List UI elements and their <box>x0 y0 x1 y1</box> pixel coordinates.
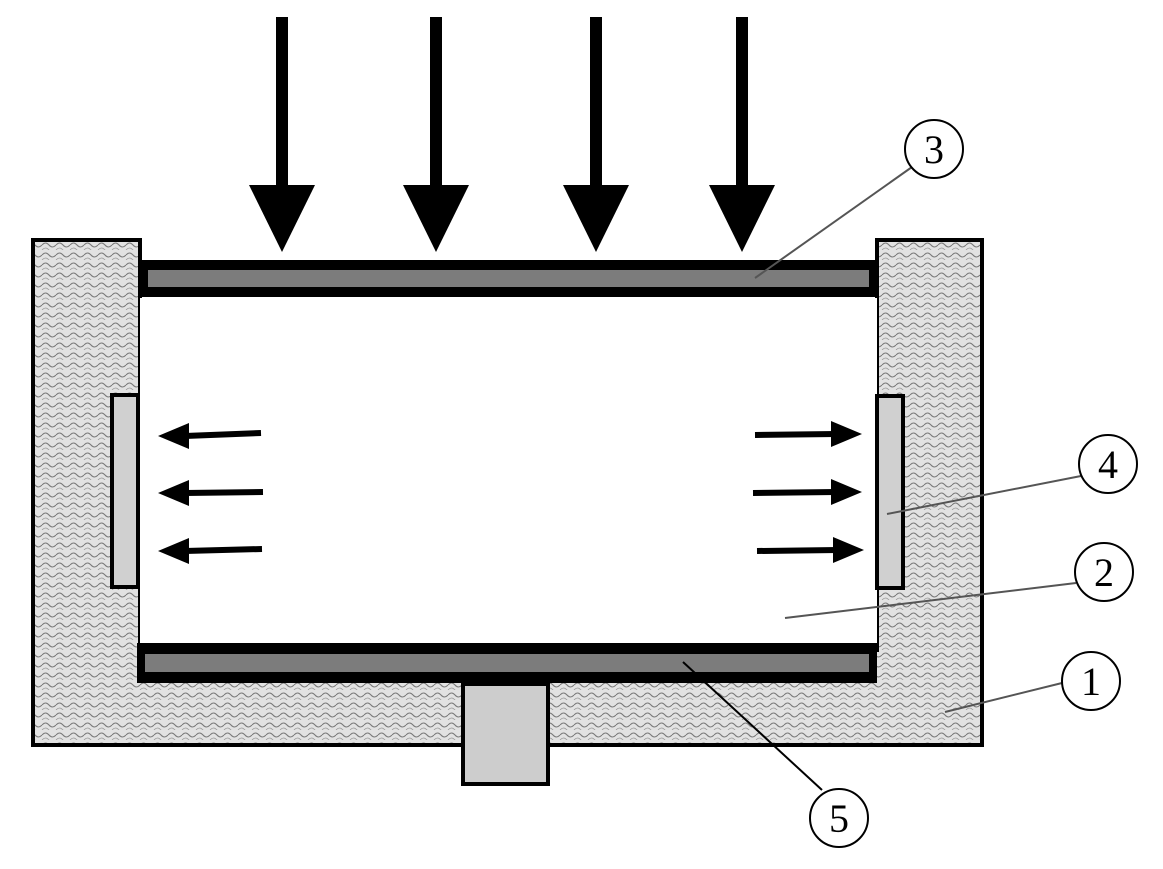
bottom-plate-core <box>145 654 869 672</box>
down-arrow-icon <box>709 17 775 252</box>
callout-4: 4 <box>1078 434 1138 494</box>
svg-text:5: 5 <box>829 796 849 841</box>
svg-text:2: 2 <box>1094 550 1114 595</box>
down-arrow-icon <box>249 17 315 252</box>
callout-5: 5 <box>809 788 869 848</box>
callout-3: 3 <box>904 119 964 179</box>
svg-text:3: 3 <box>924 127 944 172</box>
right-arrow-icon <box>756 537 864 563</box>
callout-1: 1 <box>1061 651 1121 711</box>
svg-text:1: 1 <box>1081 659 1101 704</box>
inner-cavity <box>140 298 877 650</box>
right-side-panel <box>875 394 905 590</box>
leader-line-2 <box>784 582 1077 619</box>
down-arrow-icon <box>563 17 629 252</box>
leader-line-5 <box>682 661 823 791</box>
top-plate-core <box>148 270 869 287</box>
leader-line-3 <box>754 166 913 279</box>
left-arrow-icon <box>158 480 264 506</box>
leader-line-1 <box>944 682 1063 713</box>
support-block <box>461 682 550 786</box>
down-arrow-icon <box>403 17 469 252</box>
left-arrow-icon <box>158 538 263 564</box>
right-arrow-icon <box>752 479 862 505</box>
left-arrow-icon <box>158 423 262 449</box>
leader-line-4 <box>886 475 1082 515</box>
right-arrow-icon <box>754 421 862 447</box>
svg-text:4: 4 <box>1098 442 1118 487</box>
callout-2: 2 <box>1074 542 1134 602</box>
left-side-panel <box>110 393 140 589</box>
